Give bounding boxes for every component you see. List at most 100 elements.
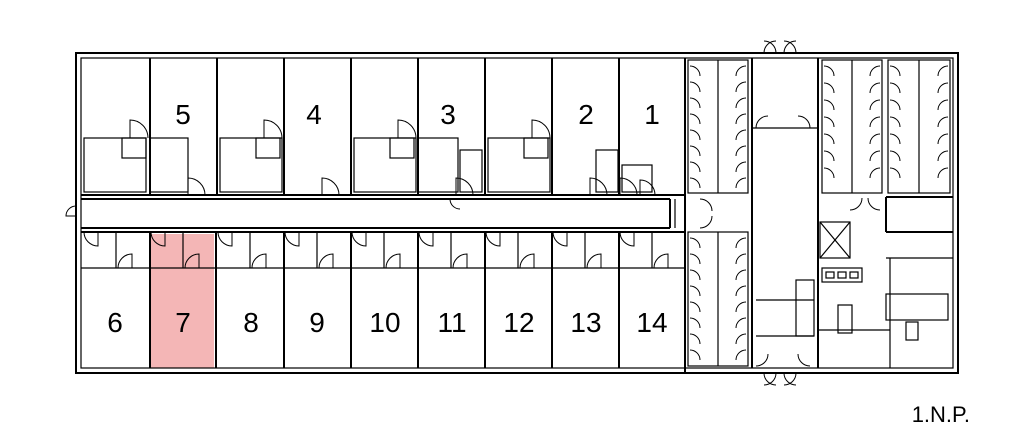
door-swing <box>889 167 901 179</box>
door-swing <box>519 253 535 269</box>
room-4-label: 4 <box>306 99 322 130</box>
door-swing <box>689 269 701 281</box>
outer-walls <box>75 52 959 374</box>
door-swing <box>849 197 863 211</box>
door-swing <box>689 113 701 125</box>
door-swing <box>735 253 747 265</box>
door-swing <box>552 231 568 247</box>
door-swing <box>823 99 835 111</box>
door-swing <box>184 253 200 269</box>
door-swing <box>397 119 417 139</box>
room-8-label: 8 <box>243 307 259 338</box>
door-swing <box>797 353 811 367</box>
door-swing <box>797 115 811 129</box>
door-swing <box>83 231 99 247</box>
door-swing <box>937 133 949 145</box>
door-swing <box>351 231 367 247</box>
door-swing <box>735 145 747 157</box>
door-swing <box>385 253 401 269</box>
door-swing <box>735 113 747 125</box>
door-swing <box>823 65 835 77</box>
main-corridor <box>81 198 676 229</box>
south-wing-walls <box>81 231 685 368</box>
door-swing <box>689 253 701 265</box>
door-swing <box>485 231 501 247</box>
door-swing <box>639 179 656 196</box>
door-swing <box>823 82 835 94</box>
door-swing <box>321 177 340 196</box>
door-swing <box>889 99 901 111</box>
room-7-label: 7 <box>175 307 191 338</box>
door-swing <box>889 133 901 145</box>
door-swing <box>689 317 701 329</box>
door-swing <box>735 285 747 297</box>
door-swing <box>129 119 149 139</box>
door-swing <box>689 285 701 297</box>
door-swing <box>889 116 901 128</box>
door-swing <box>735 81 747 93</box>
north-wing-walls <box>81 58 686 372</box>
room-3-label: 3 <box>440 99 456 130</box>
door-swing <box>452 253 468 269</box>
door-swing <box>689 81 701 93</box>
east-wing-walls <box>687 58 953 368</box>
door-swing <box>117 253 133 269</box>
door-swing <box>689 161 701 173</box>
door-swing <box>869 82 881 94</box>
door-swing <box>735 161 747 173</box>
door-swing <box>689 333 701 345</box>
door-swing <box>867 197 881 211</box>
room-9-label: 9 <box>309 307 325 338</box>
north-bathrooms <box>83 137 653 193</box>
door-swing <box>699 215 713 229</box>
door-swing <box>937 167 949 179</box>
door-swing <box>889 65 901 77</box>
door-swing <box>735 177 747 189</box>
door-swings <box>83 65 949 367</box>
door-swing <box>869 65 881 77</box>
door-swing <box>823 133 835 145</box>
room-14-label: 14 <box>636 307 667 338</box>
room-10-label: 10 <box>369 307 400 338</box>
door-swing <box>735 269 747 281</box>
door-swing <box>217 231 233 247</box>
door-swing <box>937 116 949 128</box>
door-swing <box>755 353 769 367</box>
room-12-label: 12 <box>503 307 534 338</box>
door-swing <box>937 82 949 94</box>
door-swing <box>449 198 461 210</box>
door-swing <box>869 167 881 179</box>
room-13-label: 13 <box>570 307 601 338</box>
door-swing <box>889 150 901 162</box>
room-labels: 5 4 3 2 1 6 7 8 9 10 11 12 13 14 <box>107 99 667 338</box>
door-swing <box>869 150 881 162</box>
entrance-doors <box>65 40 797 386</box>
door-swing <box>735 333 747 345</box>
door-swing <box>689 65 701 77</box>
door-swing <box>689 129 701 141</box>
room-11-label: 11 <box>437 307 466 338</box>
door-swing <box>150 231 166 247</box>
door-swing <box>531 119 551 139</box>
door-swing <box>263 119 283 139</box>
door-swing <box>187 177 206 196</box>
door-swing <box>689 237 701 249</box>
door-swing <box>889 82 901 94</box>
room-5-label: 5 <box>175 99 191 130</box>
door-swing <box>755 115 769 129</box>
door-swing <box>735 349 747 361</box>
door-swing <box>689 349 701 361</box>
door-swing <box>735 65 747 77</box>
door-swing <box>284 231 300 247</box>
door-swing <box>586 253 602 269</box>
door-swing <box>318 253 334 269</box>
door-swing <box>735 301 747 313</box>
door-swing <box>937 99 949 111</box>
door-swing <box>689 301 701 313</box>
door-swing <box>455 177 474 196</box>
door-swing <box>937 65 949 77</box>
door-swing <box>251 253 267 269</box>
door-swing <box>735 97 747 109</box>
room-2-label: 2 <box>578 99 594 130</box>
